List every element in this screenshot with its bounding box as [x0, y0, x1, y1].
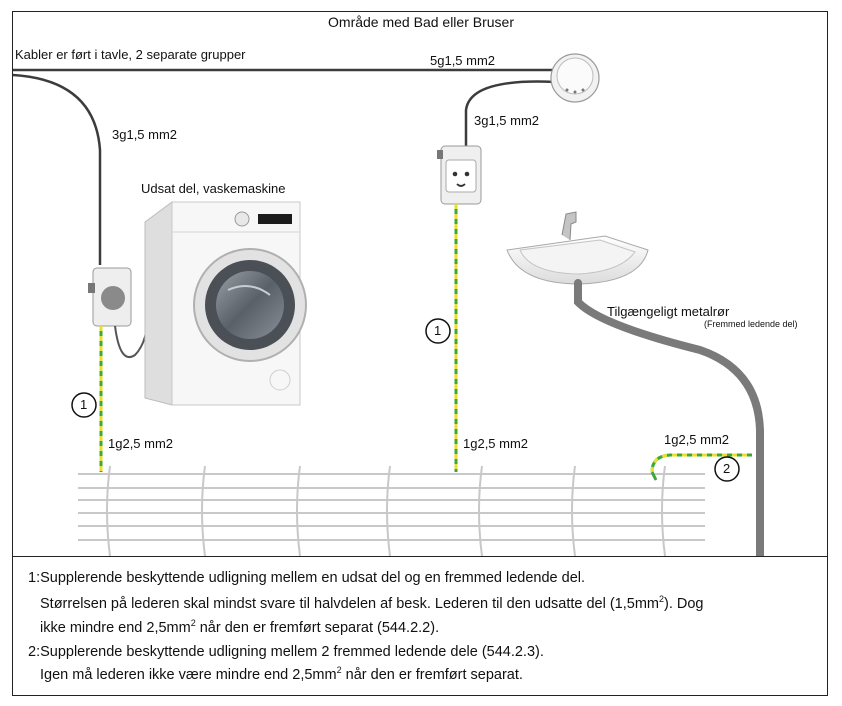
washer-socket — [88, 267, 132, 327]
sink — [506, 211, 649, 285]
diagram-frame — [12, 11, 828, 696]
left-cable-label: 3g1,5 mm2 — [112, 127, 178, 142]
marker-mid-label: 1 — [434, 323, 442, 338]
note-line-5-b: når den er fremført separat. — [341, 667, 523, 683]
earth-conductor-right — [650, 453, 752, 473]
note-line-3: ikke mindre end 2,5mm2 når den er fremfø… — [40, 618, 440, 637]
junction-box — [550, 53, 600, 103]
metal-pipe — [574, 279, 764, 556]
note-line-5-sup: 2 — [336, 665, 342, 676]
diagram-title: Område med Bad eller Bruser — [328, 14, 514, 30]
washing-machine — [144, 201, 307, 406]
note-line-2: Størrelsen på lederen skal mindst svare … — [40, 594, 704, 613]
note-line-3-a: ikke mindre end 2,5mm — [40, 620, 191, 636]
right-bond-label: 1g2,5 mm2 — [664, 432, 730, 447]
marker-right-label: 2 — [723, 461, 731, 476]
note-line-3-sup: 2 — [190, 618, 196, 629]
top-cable-label: 5g1,5 mm2 — [430, 53, 496, 68]
left-bond-label: 1g2,5 mm2 — [108, 436, 174, 451]
note-line-2-b: ). Dog — [664, 596, 704, 612]
mid-bond-label: 1g2,5 mm2 — [463, 436, 529, 451]
note-line-4: 2:Supplerende beskyttende udligning mell… — [28, 644, 544, 660]
marker-mid-circle — [425, 318, 451, 344]
mid-cable-label: 3g1,5 mm2 — [474, 113, 540, 128]
note-line-5: Igen må lederen ikke være mindre end 2,5… — [40, 665, 523, 684]
note-line-5-a: Igen må lederen ikke være mindre end 2,5… — [40, 667, 337, 683]
cables-label: Kabler er ført i tavle, 2 separate grupp… — [15, 47, 246, 62]
marker-right-circle — [714, 456, 740, 482]
note-line-2-a: Størrelsen på lederen skal mindst svare … — [40, 596, 659, 612]
note-line-3-b: når den er fremført separat (544.2.2). — [195, 620, 440, 636]
mid-cable — [464, 80, 556, 148]
metal-pipe-note: (Fremmed ledende del) — [704, 319, 798, 329]
left-cable — [12, 73, 102, 265]
marker-left-circle — [71, 392, 97, 418]
marker-left-label: 1 — [80, 397, 88, 412]
washer-label: Udsat del, vaskemaskine — [141, 181, 286, 196]
notes-divider — [12, 556, 828, 557]
metal-pipe-label: Tilgængeligt metalrør — [607, 304, 730, 319]
installation-diagram — [12, 53, 764, 556]
wall-socket — [437, 145, 482, 205]
mesh-bond-point — [650, 471, 658, 481]
floor-mesh — [78, 465, 705, 556]
note-line-2-sup: 2 — [659, 594, 665, 605]
note-line-1: 1:Supplerende beskyttende udligning mell… — [28, 570, 586, 586]
